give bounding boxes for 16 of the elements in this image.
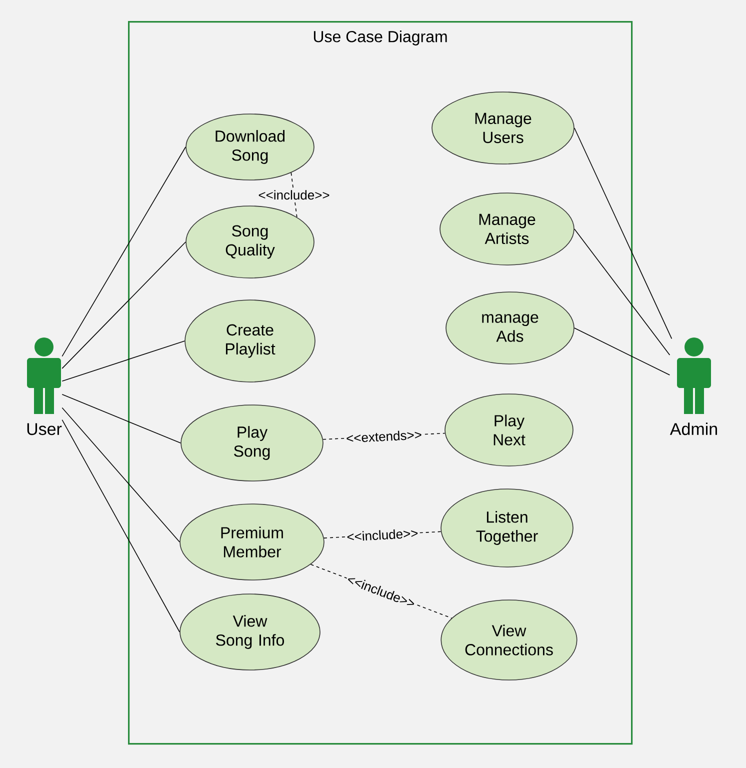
connector-line [574,128,672,340]
edge-label: <<extends>> [344,428,424,444]
connector-line [62,242,186,369]
connector-line [62,340,185,382]
connector-line [62,394,181,444]
edge-label: <<include>> [257,189,331,201]
connector-line [62,407,180,542]
edge-label: <<include>> [345,527,420,543]
connector-line [574,328,670,376]
actor: User [27,338,62,436]
actor: Admin [670,338,717,436]
connector-line [62,146,186,357]
connector-line [62,419,180,632]
connector-line [574,228,670,356]
node-label: Admin [670,422,717,436]
node-label: User [27,423,62,436]
